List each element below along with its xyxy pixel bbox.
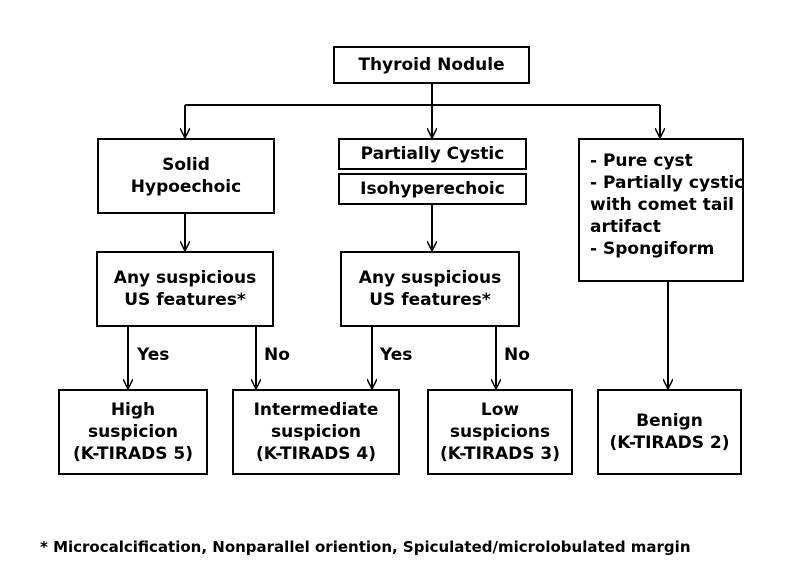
node-text-line: Solid [162, 155, 210, 175]
node-text-line: Thyroid Nodule [358, 55, 505, 75]
node-text-line: Intermediate [253, 400, 379, 420]
edge-label-no-left: No [264, 345, 290, 365]
node-text-line: with comet tail [590, 195, 734, 215]
root-node: Thyroid Nodule [333, 46, 530, 84]
node-text-line: - Partially cystic [590, 173, 745, 193]
node-text-line: Hypoechoic [130, 177, 242, 197]
edge-label-no-mid: No [504, 345, 530, 365]
benign-node: Benign(K-TIRADS 2) [597, 389, 742, 475]
node-text-line: suspicion [87, 422, 179, 442]
partially-cystic-node: Partially Cystic [338, 138, 527, 170]
node-text-line: - Pure cyst [590, 151, 693, 171]
edge-label-yes-left: Yes [137, 345, 170, 365]
node-text-line: (K-TIRADS 4) [255, 444, 377, 464]
node-text-line: Low [480, 400, 520, 420]
node-text-line: Any suspicious [358, 268, 502, 288]
edge-label-yes-mid: Yes [380, 345, 413, 365]
node-text-line: US features* [124, 290, 246, 310]
node-text-line: Partially Cystic [360, 144, 505, 164]
footnote: * Microcalcification, Nonparallel orient… [40, 538, 691, 556]
node-text-line: Any suspicious [113, 268, 257, 288]
node-text-line: (K-TIRADS 5) [72, 444, 194, 464]
node-text-line: High [110, 400, 156, 420]
node-text-line: Isohyperechoic [360, 179, 505, 199]
node-text-line: (K-TIRADS 3) [439, 444, 561, 464]
node-text-line: (K-TIRADS 2) [609, 433, 730, 453]
node-text-line: US features* [369, 290, 491, 310]
node-text-line: suspicion [270, 422, 362, 442]
node-text-line: Benign [636, 411, 703, 431]
isohyperechoic-node: Isohyperechoic [338, 173, 527, 205]
node-text-line: suspicions [449, 422, 551, 442]
node-text-line: artifact [590, 217, 661, 237]
node-text-line: - Spongiform [590, 239, 715, 259]
